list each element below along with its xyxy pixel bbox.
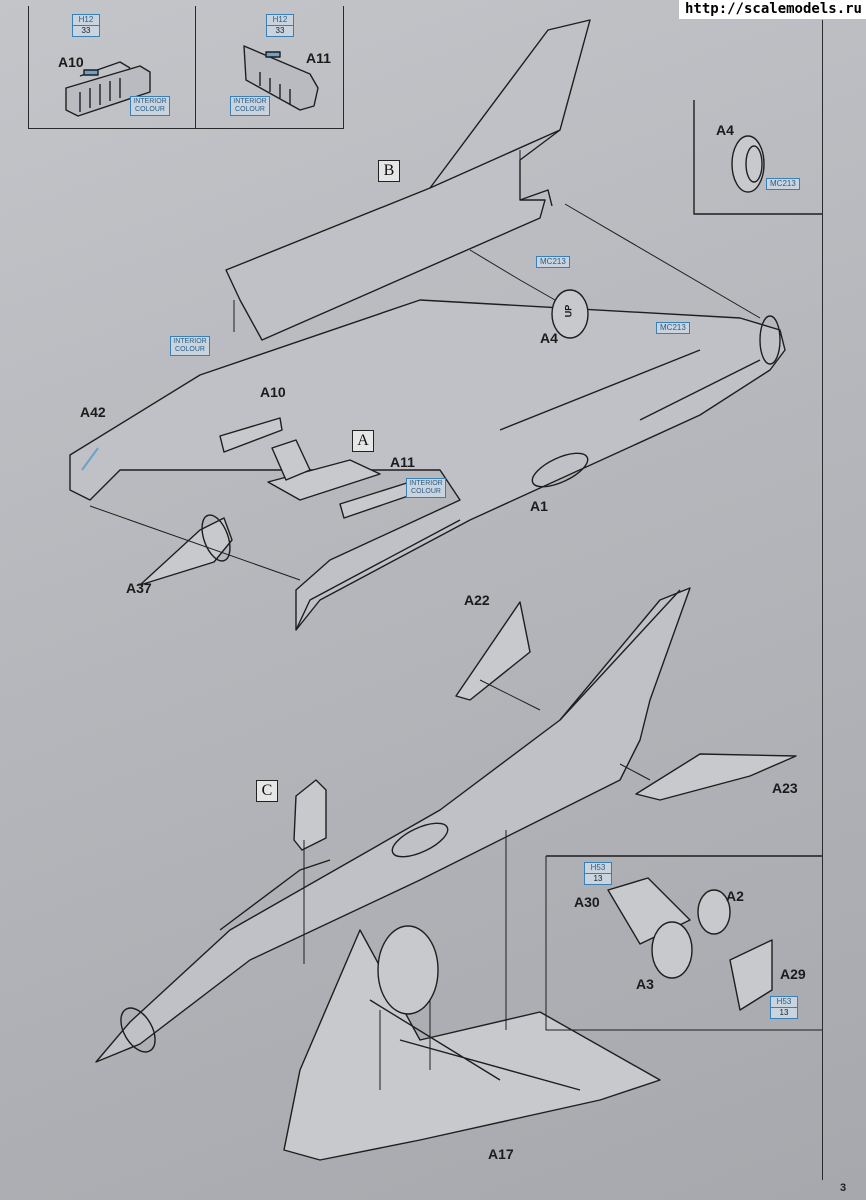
part-label-a10: A10 [260,384,286,400]
part-label-a2: A2 [726,888,744,904]
seat-c-drawing [293,779,327,851]
paint-code-h53-bottom: H53 13 [770,996,798,1019]
step-marker-c: C [256,780,278,802]
paint-code-mc213-fuselage: MC213 [656,322,690,334]
wheel-a4-drawing [693,100,822,215]
paint-code: H12 [267,15,293,26]
part-label-a30: A30 [574,894,600,910]
part-a11-inset-drawing [243,45,319,111]
paint-code: H53 [585,863,611,874]
part-label-a23: A23 [772,780,798,796]
part-label-a11: A11 [390,454,415,470]
part-label-a11-inset: A11 [306,50,331,66]
paint-number: 33 [81,26,91,35]
part-a23-drawing [635,753,797,801]
part-a10-inset-drawing [65,61,151,117]
paint-number: 13 [779,1008,789,1017]
inset-divider [195,6,196,128]
part-label-a4-inset: A4 [716,122,734,138]
part-label-a29: A29 [780,966,806,982]
page-number: 3 [840,1182,847,1194]
cockpit-tub-drawing [219,417,415,519]
paint-code-mc213-intake: MC213 [536,256,570,268]
part-label-a3: A3 [636,976,654,992]
paint-code: H12 [73,15,99,26]
paint-number: 33 [275,26,285,35]
inset-box-left [28,6,29,128]
interior-colour-tag-cockpit: INTERIOR COLOUR [170,336,210,356]
paint-code: H53 [771,997,797,1008]
interior-colour-tag-right: INTERIOR COLOUR [230,96,270,116]
paint-code-h53-top: H53 13 [584,862,612,885]
assembly-arrows [89,150,761,1090]
part-a22-drawing [455,601,531,701]
step-marker-b: B [378,160,400,182]
intake-parts-drawing [377,855,822,1031]
wing-a17-drawing [283,929,661,1161]
up-marking: UP [563,304,574,318]
paint-code-mc213-wheel: MC213 [766,178,800,190]
part-label-a37: A37 [126,580,152,596]
inset-box-right [343,6,344,128]
part-label-a10-inset: A10 [58,54,84,70]
paint-code-h12-left: H12 33 [72,14,100,37]
part-label-a42: A42 [80,404,106,420]
interior-colour-tag-left: INTERIOR COLOUR [130,96,170,116]
paint-code-h12-right: H12 33 [266,14,294,37]
interior-colour-tag-a11: INTERIOR COLOUR [406,478,446,498]
step-marker-a: A [352,430,374,452]
nose-cone-a37-drawing [139,514,233,586]
part-label-a22: A22 [464,592,490,608]
part-label-a1: A1 [530,498,548,514]
paint-number: 13 [593,874,603,883]
part-label-a4: A4 [540,330,558,346]
inset-box-bottom [28,128,344,129]
wheel-a4-disc-drawing [551,289,589,339]
watermark-url[interactable]: http://scalemodels.ru [678,0,866,19]
page-right-border [822,20,823,1180]
fuselage-a1-drawing [69,299,786,631]
complete-airframe-c-drawing [95,587,691,1063]
part-label-a17: A17 [488,1146,514,1162]
